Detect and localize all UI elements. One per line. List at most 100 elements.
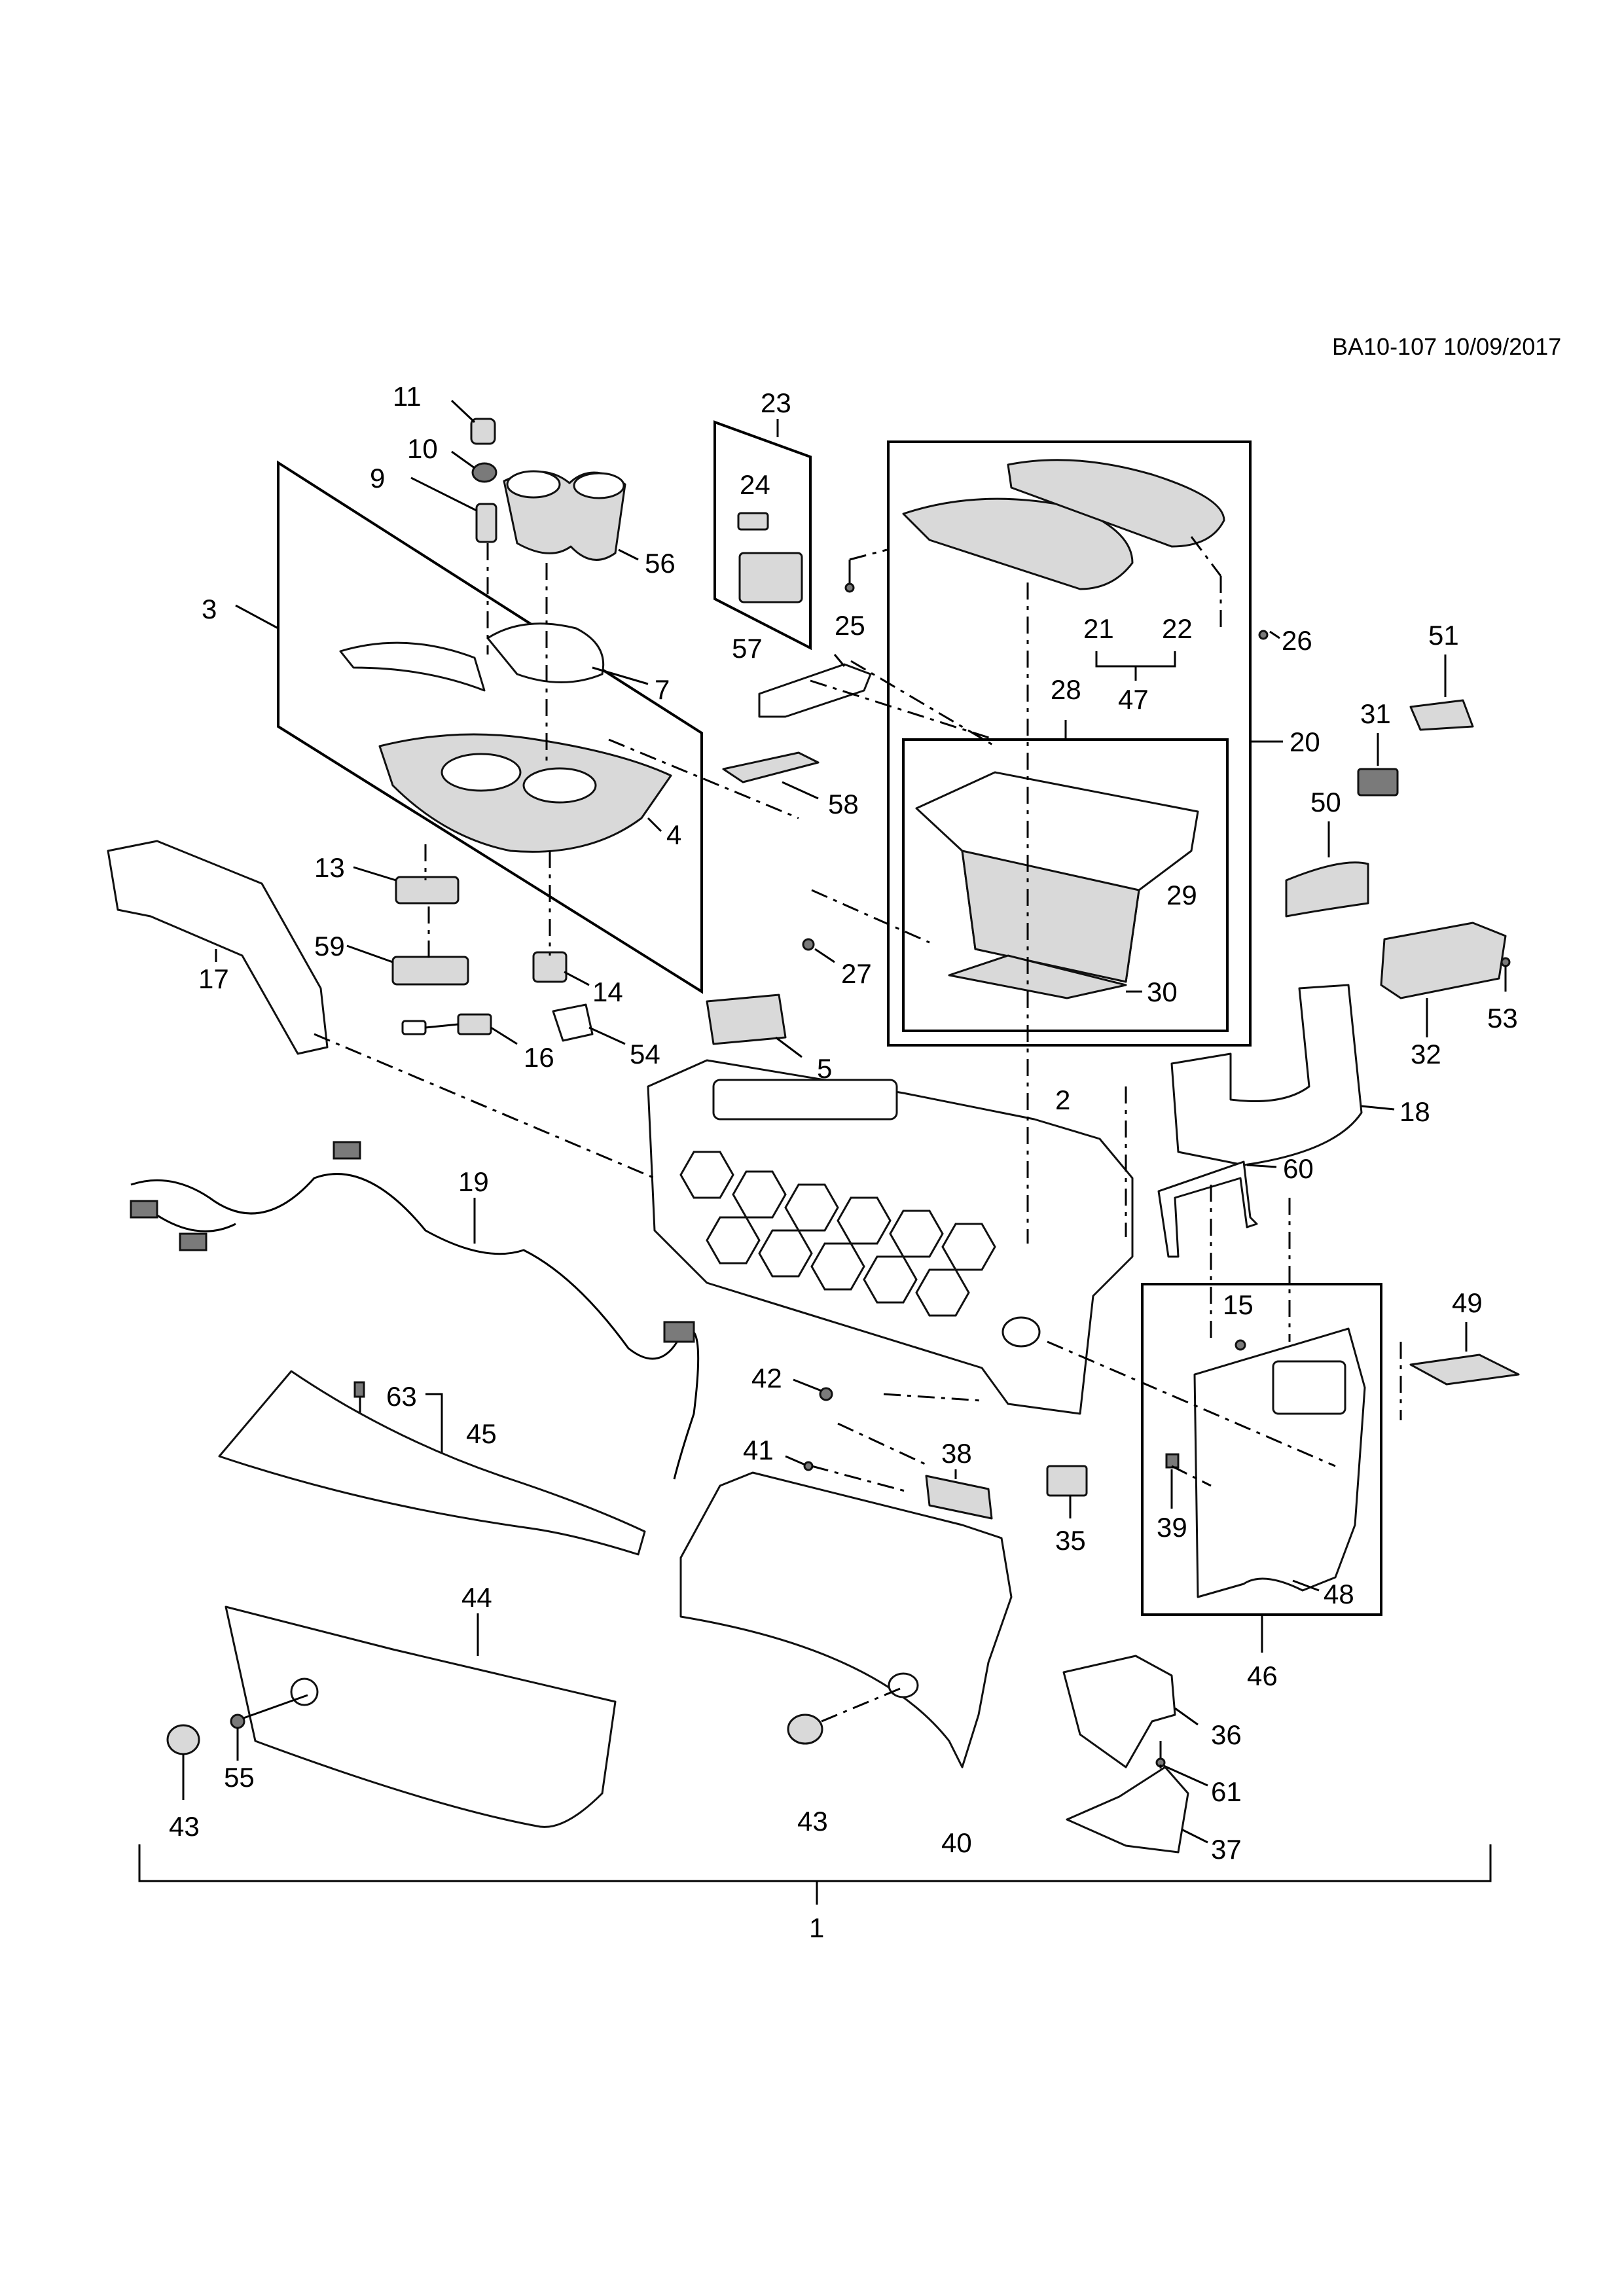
part-3-upper-trim xyxy=(339,641,672,853)
part-42-screw xyxy=(793,1378,833,1401)
part-9-socket xyxy=(410,476,497,543)
callout-51: 51 xyxy=(1428,620,1459,651)
callout-28: 28 xyxy=(1051,674,1081,705)
callout-11: 11 xyxy=(393,381,422,412)
callout-56: 56 xyxy=(645,548,676,579)
callout-59: 59 xyxy=(314,931,345,961)
part-45-side-panel xyxy=(218,1370,646,1556)
callout-19: 19 xyxy=(458,1166,489,1197)
group-box-46 xyxy=(1141,1283,1382,1653)
part-18-rear-duct xyxy=(1170,984,1395,1166)
part-59-switch-bezel xyxy=(346,944,469,986)
callout-10: 10 xyxy=(407,433,438,464)
part-36-bracket xyxy=(1062,1655,1199,1768)
part-15-screw xyxy=(1235,1339,1246,1351)
callout-40: 40 xyxy=(941,1827,972,1858)
dashed-leaders xyxy=(314,536,1402,1774)
callout-50: 50 xyxy=(1310,787,1341,817)
callout-43a: 43 xyxy=(169,1811,200,1842)
part-50-bezel xyxy=(1285,821,1369,918)
part-30-mat xyxy=(948,954,1142,999)
callout-54: 54 xyxy=(630,1039,660,1069)
callout-24: 24 xyxy=(740,469,770,500)
callout-5: 5 xyxy=(817,1053,832,1084)
callout-55: 55 xyxy=(224,1762,255,1793)
part-41-screw xyxy=(785,1455,814,1471)
part-29-storage-bin xyxy=(915,771,1199,983)
callout-35: 35 xyxy=(1055,1525,1086,1556)
part-39-clip xyxy=(1165,1453,1180,1509)
callout-9: 9 xyxy=(370,463,385,493)
part-48-rear-panel xyxy=(1193,1327,1366,1598)
callout-22: 22 xyxy=(1162,613,1193,644)
part-56-cupholder-insert xyxy=(503,470,639,561)
callout-18: 18 xyxy=(1399,1096,1430,1127)
callout-17: 17 xyxy=(198,963,229,994)
callout-44: 44 xyxy=(461,1582,492,1613)
part-43-plug-center xyxy=(787,1687,901,1745)
callout-36: 36 xyxy=(1211,1719,1242,1750)
part-43-plug-left xyxy=(166,1724,200,1800)
callout-2: 2 xyxy=(1055,1085,1070,1115)
callout-3: 3 xyxy=(202,594,217,624)
part-14-switch xyxy=(532,951,590,986)
callout-27: 27 xyxy=(841,958,872,989)
callout-4: 4 xyxy=(666,819,681,850)
part-17-duct xyxy=(107,840,329,1055)
part-24-clip xyxy=(737,512,803,603)
part-19-wiring-harness xyxy=(130,1141,700,1480)
part-31-plug xyxy=(1357,733,1399,797)
callout-38: 38 xyxy=(941,1438,972,1469)
callout-15: 15 xyxy=(1223,1289,1254,1320)
callout-1: 1 xyxy=(809,1912,824,1943)
callout-63: 63 xyxy=(386,1381,417,1412)
part-32-vent xyxy=(1380,922,1507,1037)
part-51-cap xyxy=(1409,655,1474,731)
part-44-side-panel xyxy=(225,1605,617,1828)
part-57-bracket xyxy=(758,654,872,718)
part-53-screw xyxy=(1500,957,1511,992)
callout-41: 41 xyxy=(743,1435,774,1465)
callout-49: 49 xyxy=(1452,1287,1483,1318)
part-58-pad xyxy=(722,751,820,800)
honeycomb-pattern xyxy=(679,1151,996,1317)
callout-29: 29 xyxy=(1166,880,1197,910)
callout-13: 13 xyxy=(314,852,345,883)
callout-53: 53 xyxy=(1487,1003,1518,1033)
bracket-47 xyxy=(1095,651,1176,668)
part-38-cover xyxy=(925,1469,993,1520)
callout-7: 7 xyxy=(655,674,670,705)
callout-39: 39 xyxy=(1157,1512,1187,1543)
part-60-bracket xyxy=(1157,1160,1277,1258)
part-22-armrest-cover xyxy=(1007,459,1225,548)
callout-23: 23 xyxy=(761,387,791,418)
callout-14: 14 xyxy=(592,977,623,1007)
part-49-pad xyxy=(1409,1322,1520,1386)
assembly-bracket-1 xyxy=(138,1844,1492,1905)
part-35-clip xyxy=(1046,1465,1088,1518)
callout-60: 60 xyxy=(1283,1153,1314,1184)
callout-47: 47 xyxy=(1118,684,1149,715)
part-5-trim xyxy=(706,994,803,1058)
callout-42: 42 xyxy=(751,1363,782,1393)
part-37-bracket xyxy=(1066,1766,1208,1854)
callout-43b: 43 xyxy=(797,1806,828,1837)
callout-25: 25 xyxy=(835,610,865,641)
callout-45: 45 xyxy=(466,1418,497,1449)
callout-labels: 1 2 3 4 5 7 9 10 11 13 14 15 16 17 18 19… xyxy=(169,381,1518,1943)
callout-16: 16 xyxy=(524,1042,554,1073)
group-box-23 xyxy=(713,419,812,651)
part-7-gasket xyxy=(486,622,649,685)
callout-26: 26 xyxy=(1282,625,1312,656)
callout-20: 20 xyxy=(1290,726,1320,757)
part-27-screw xyxy=(802,938,835,963)
callout-21: 21 xyxy=(1083,613,1114,644)
callout-31: 31 xyxy=(1360,698,1391,729)
callout-32: 32 xyxy=(1411,1039,1441,1069)
callout-46: 46 xyxy=(1247,1660,1278,1691)
part-25-screw xyxy=(844,569,855,593)
callout-58: 58 xyxy=(828,789,859,819)
group-box-3 xyxy=(235,460,703,994)
part-16-connector xyxy=(401,1013,518,1045)
